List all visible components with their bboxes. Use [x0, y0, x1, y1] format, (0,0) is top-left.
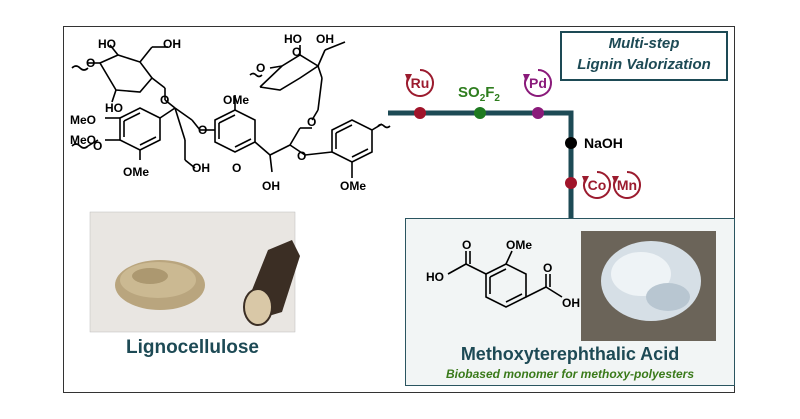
lignin-label: O [297, 149, 306, 163]
product-label: HO [426, 270, 444, 284]
node-naoh [565, 137, 577, 149]
catalyst-ru: Ru [405, 69, 434, 97]
catalyst-label: Co [588, 177, 607, 193]
product-label: O [462, 238, 471, 252]
catalyst-label: Pd [529, 75, 547, 91]
lignin-label: O [232, 161, 241, 175]
lignin-atom-labels: HO OH O HO O OMe O MeO MeO O OMe OH OH H… [70, 32, 366, 193]
catalyst-pd: Pd [523, 69, 552, 97]
lignin-label: OH [316, 32, 334, 46]
node-pd [532, 107, 544, 119]
methoxyterephthalic-acid-structure [447, 250, 563, 308]
lignin-label: OH [262, 179, 280, 193]
lignin-label: O [93, 139, 102, 153]
title-line-2: Lignin Valorization [577, 56, 711, 73]
product-label: O [543, 261, 552, 275]
product-label: OH [562, 296, 580, 310]
catalyst-co: Co [582, 171, 611, 199]
lignin-label: O [86, 56, 95, 70]
lignin-label: OMe [223, 93, 249, 107]
product-name: Methoxyterephthalic Acid [460, 344, 680, 364]
reagent-naoh: NaOH [584, 135, 623, 151]
reagent-so2f2: SO2F2 [458, 84, 500, 104]
lignin-label: MeO [70, 133, 96, 147]
svg-text:SO2F2: SO2F2 [458, 84, 500, 104]
product-photo [581, 231, 716, 341]
product-subtitle: Biobased monomer for methoxy-polyesters [445, 367, 695, 381]
title-line-1: Multi-step [608, 35, 680, 52]
lignin-structure [71, 41, 391, 178]
product-label: OMe [506, 238, 532, 252]
node-ru [414, 107, 426, 119]
lignin-label: OMe [340, 179, 366, 193]
wood-log [243, 240, 300, 326]
product-box: OMe HO OH O O [405, 218, 735, 386]
lignin-label: O [292, 45, 301, 59]
lignin-label: OH [192, 161, 210, 175]
lignin-label: HO [105, 101, 123, 115]
lignin-label: O [198, 123, 207, 137]
lignin-label: OH [163, 37, 181, 51]
node-co-mn [565, 177, 577, 189]
lignin-label: OMe [123, 165, 149, 179]
lignin-label: MeO [70, 113, 96, 127]
catalyst-label: Mn [617, 177, 637, 193]
lignin-label: HO [284, 32, 302, 46]
lignocellulose-photo [89, 211, 300, 333]
title-box: Multi-step Lignin Valorization [560, 31, 728, 81]
node-so2f2 [474, 107, 486, 119]
lignin-label: O [256, 61, 265, 75]
lignin-label: O [160, 93, 169, 107]
product-canvas: OMe HO OH O O [426, 231, 716, 341]
lignin-label: O [307, 115, 316, 129]
catalyst-label: Ru [411, 75, 430, 91]
catalyst-mn: Mn [612, 171, 641, 199]
lignocellulose-label: Lignocellulose [125, 337, 260, 358]
lignin-label: HO [98, 37, 116, 51]
